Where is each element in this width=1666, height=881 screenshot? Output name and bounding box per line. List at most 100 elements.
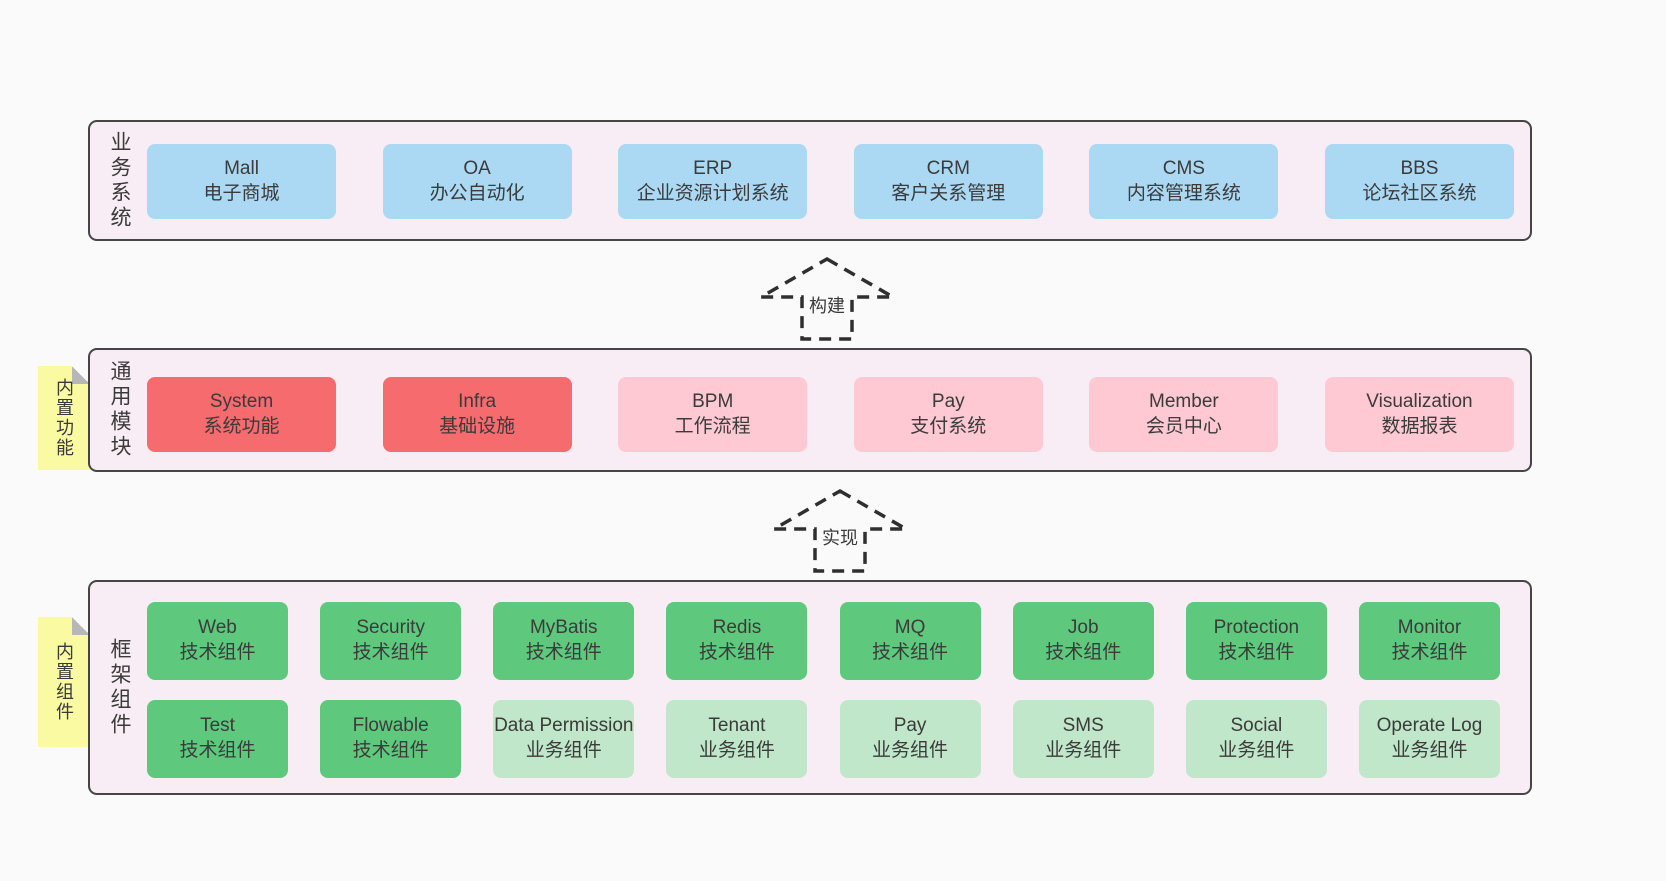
box-subtitle: 技术组件 — [698, 642, 775, 663]
box-title: BBS — [1400, 157, 1439, 179]
box-title: System — [209, 390, 274, 412]
box-data-permission: Data Permission 业务组件 — [493, 700, 635, 778]
box-subtitle: 内容管理系统 — [1126, 182, 1241, 204]
dashed-up-arrow-icon — [770, 488, 910, 573]
box-subtitle: 业务组件 — [698, 740, 775, 761]
box-title: MyBatis — [529, 617, 598, 639]
box-subtitle: 技术组件 — [1391, 642, 1468, 663]
band-business-systems: 业务系统 Mall 电子商城 OA 办公自动化 ERP 企业资源计划系统 CRM… — [88, 120, 1532, 241]
box-web: Web 技术组件 — [147, 602, 288, 680]
box-job: Job 技术组件 — [1012, 602, 1154, 680]
box-social: Social 业务组件 — [1185, 700, 1327, 778]
box-infra: Infra 基础设施 — [382, 377, 572, 452]
framework-components-row-2: Test 技术组件 Flowable 技术组件 Data Permission … — [147, 700, 1500, 778]
business-systems-row: Mall 电子商城 OA 办公自动化 ERP 企业资源计划系统 CRM 客户关系… — [147, 144, 1514, 219]
box-subtitle: 数据报表 — [1381, 415, 1458, 437]
band-side-label: 通用模块 — [108, 360, 131, 460]
band-side-label: 框架组件 — [108, 637, 131, 738]
box-subtitle: 业务组件 — [1045, 740, 1122, 761]
box-title: OA — [463, 157, 491, 179]
box-erp: ERP 企业资源计划系统 — [618, 144, 808, 219]
box-pay-component: Pay 业务组件 — [839, 700, 981, 778]
box-bpm: BPM 工作流程 — [618, 377, 808, 452]
box-visualization: Visualization 数据报表 — [1324, 377, 1514, 452]
band-side-label: 业务系统 — [108, 130, 131, 231]
box-title: Monitor — [1397, 617, 1462, 639]
box-subtitle: 基础设施 — [439, 415, 516, 437]
box-mall: Mall 电子商城 — [147, 144, 336, 219]
box-subtitle: 办公自动化 — [429, 182, 525, 204]
box-title: Pay — [893, 715, 927, 737]
box-subtitle: 技术组件 — [179, 740, 256, 761]
box-title: Flowable — [352, 715, 429, 737]
box-title: Pay — [931, 390, 965, 412]
box-title: Social — [1230, 715, 1283, 737]
box-title: BPM — [692, 390, 734, 412]
box-title: Redis — [712, 617, 762, 639]
box-system: System 系统功能 — [147, 377, 336, 452]
box-subtitle: 业务组件 — [525, 740, 602, 761]
sticky-note-built-in-components: 内置组件 — [38, 617, 90, 747]
box-title: Tenant — [708, 715, 766, 737]
box-crm: CRM 客户关系管理 — [853, 144, 1043, 219]
arrow-label: 实现 — [819, 524, 861, 551]
sticky-note-label: 内置组件 — [54, 642, 74, 722]
sticky-note-built-in-features: 内置功能 — [38, 366, 90, 470]
common-modules-row: System 系统功能 Infra 基础设施 BPM 工作流程 Pay 支付系统… — [147, 377, 1514, 452]
box-subtitle: 技术组件 — [1045, 642, 1122, 663]
box-title: MQ — [894, 617, 926, 639]
box-subtitle: 电子商城 — [203, 182, 280, 204]
box-title: Operate Log — [1376, 715, 1483, 737]
framework-components-row-1: Web 技术组件 Security 技术组件 MyBatis 技术组件 Redi… — [147, 602, 1500, 680]
dashed-up-arrow-icon — [757, 256, 897, 341]
folded-corner-icon — [72, 366, 90, 384]
box-subtitle: 会员中心 — [1145, 415, 1222, 437]
box-flowable: Flowable 技术组件 — [320, 700, 462, 778]
box-subtitle: 技术组件 — [872, 642, 949, 663]
box-operate-log: Operate Log 业务组件 — [1358, 700, 1500, 778]
box-subtitle: 工作流程 — [674, 415, 751, 437]
box-subtitle: 技术组件 — [1218, 642, 1295, 663]
folded-corner-icon — [72, 617, 90, 635]
box-title: ERP — [693, 157, 733, 179]
box-subtitle: 支付系统 — [910, 415, 987, 437]
box-subtitle: 系统功能 — [203, 415, 280, 437]
box-title: Data Permission — [494, 715, 634, 737]
box-subtitle: 企业资源计划系统 — [636, 182, 789, 204]
box-title: Mall — [224, 157, 259, 179]
band-framework-components: 框架组件 Web 技术组件 Security 技术组件 MyBatis 技术组件… — [88, 580, 1532, 795]
box-title: CRM — [926, 157, 970, 179]
box-title: Protection — [1213, 617, 1300, 639]
box-subtitle: 客户关系管理 — [891, 182, 1006, 204]
box-test: Test 技术组件 — [147, 700, 288, 778]
box-cms: CMS 内容管理系统 — [1089, 144, 1279, 219]
arrow-label: 构建 — [806, 292, 848, 319]
box-mybatis: MyBatis 技术组件 — [493, 602, 635, 680]
box-subtitle: 技术组件 — [352, 642, 429, 663]
box-title: Test — [200, 715, 235, 737]
box-protection: Protection 技术组件 — [1185, 602, 1327, 680]
box-redis: Redis 技术组件 — [666, 602, 808, 680]
box-title: Web — [198, 617, 237, 639]
band-common-modules: 通用模块 System 系统功能 Infra 基础设施 BPM 工作流程 Pay… — [88, 348, 1532, 472]
box-title: CMS — [1162, 157, 1205, 179]
box-member: Member 会员中心 — [1089, 377, 1279, 452]
box-tenant: Tenant 业务组件 — [666, 700, 808, 778]
box-subtitle: 业务组件 — [1391, 740, 1468, 761]
box-subtitle: 论坛社区系统 — [1362, 182, 1477, 204]
box-subtitle: 技术组件 — [525, 642, 602, 663]
box-monitor: Monitor 技术组件 — [1358, 602, 1500, 680]
box-subtitle: 业务组件 — [872, 740, 949, 761]
box-title: Infra — [458, 390, 497, 412]
box-sms: SMS 业务组件 — [1012, 700, 1154, 778]
box-pay-module: Pay 支付系统 — [853, 377, 1043, 452]
box-title: Visualization — [1366, 390, 1473, 412]
box-bbs: BBS 论坛社区系统 — [1324, 144, 1514, 219]
box-title: Security — [356, 617, 425, 639]
box-oa: OA 办公自动化 — [382, 144, 572, 219]
sticky-note-label: 内置功能 — [54, 378, 74, 458]
box-security: Security 技术组件 — [320, 602, 462, 680]
box-title: SMS — [1062, 715, 1104, 737]
box-mq: MQ 技术组件 — [839, 602, 981, 680]
box-subtitle: 技术组件 — [179, 642, 256, 663]
